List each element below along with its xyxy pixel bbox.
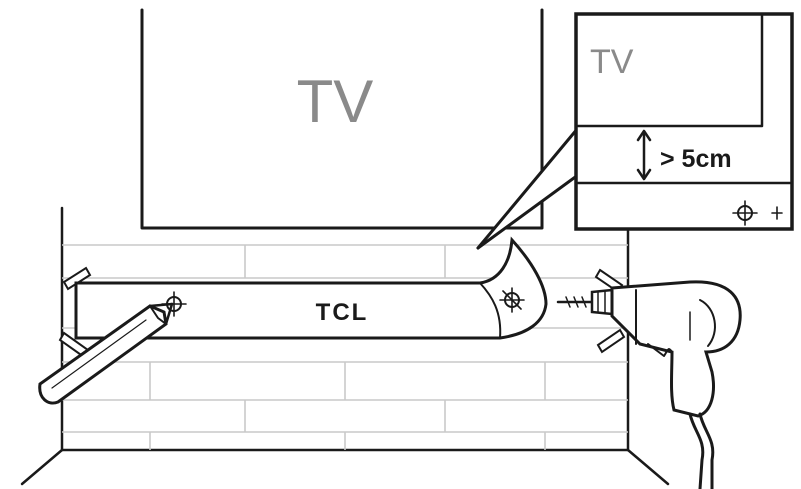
tv-label: TV — [297, 68, 374, 135]
tv-outline — [140, 8, 544, 230]
template-crosshair-right — [499, 287, 525, 313]
detail-callout — [574, 12, 794, 231]
pencil-icon — [38, 302, 174, 405]
template-brand-logo: TCL — [316, 299, 369, 326]
detail-tv-label: TV — [590, 43, 634, 81]
brick-pattern — [62, 244, 628, 450]
paper-template — [74, 236, 548, 340]
drill-icon — [556, 280, 742, 489]
clearance-arrow — [636, 129, 652, 181]
callout-pointer — [476, 126, 580, 250]
clearance-label: > 5cm — [660, 145, 732, 173]
mounting-hole-mark — [732, 200, 783, 226]
